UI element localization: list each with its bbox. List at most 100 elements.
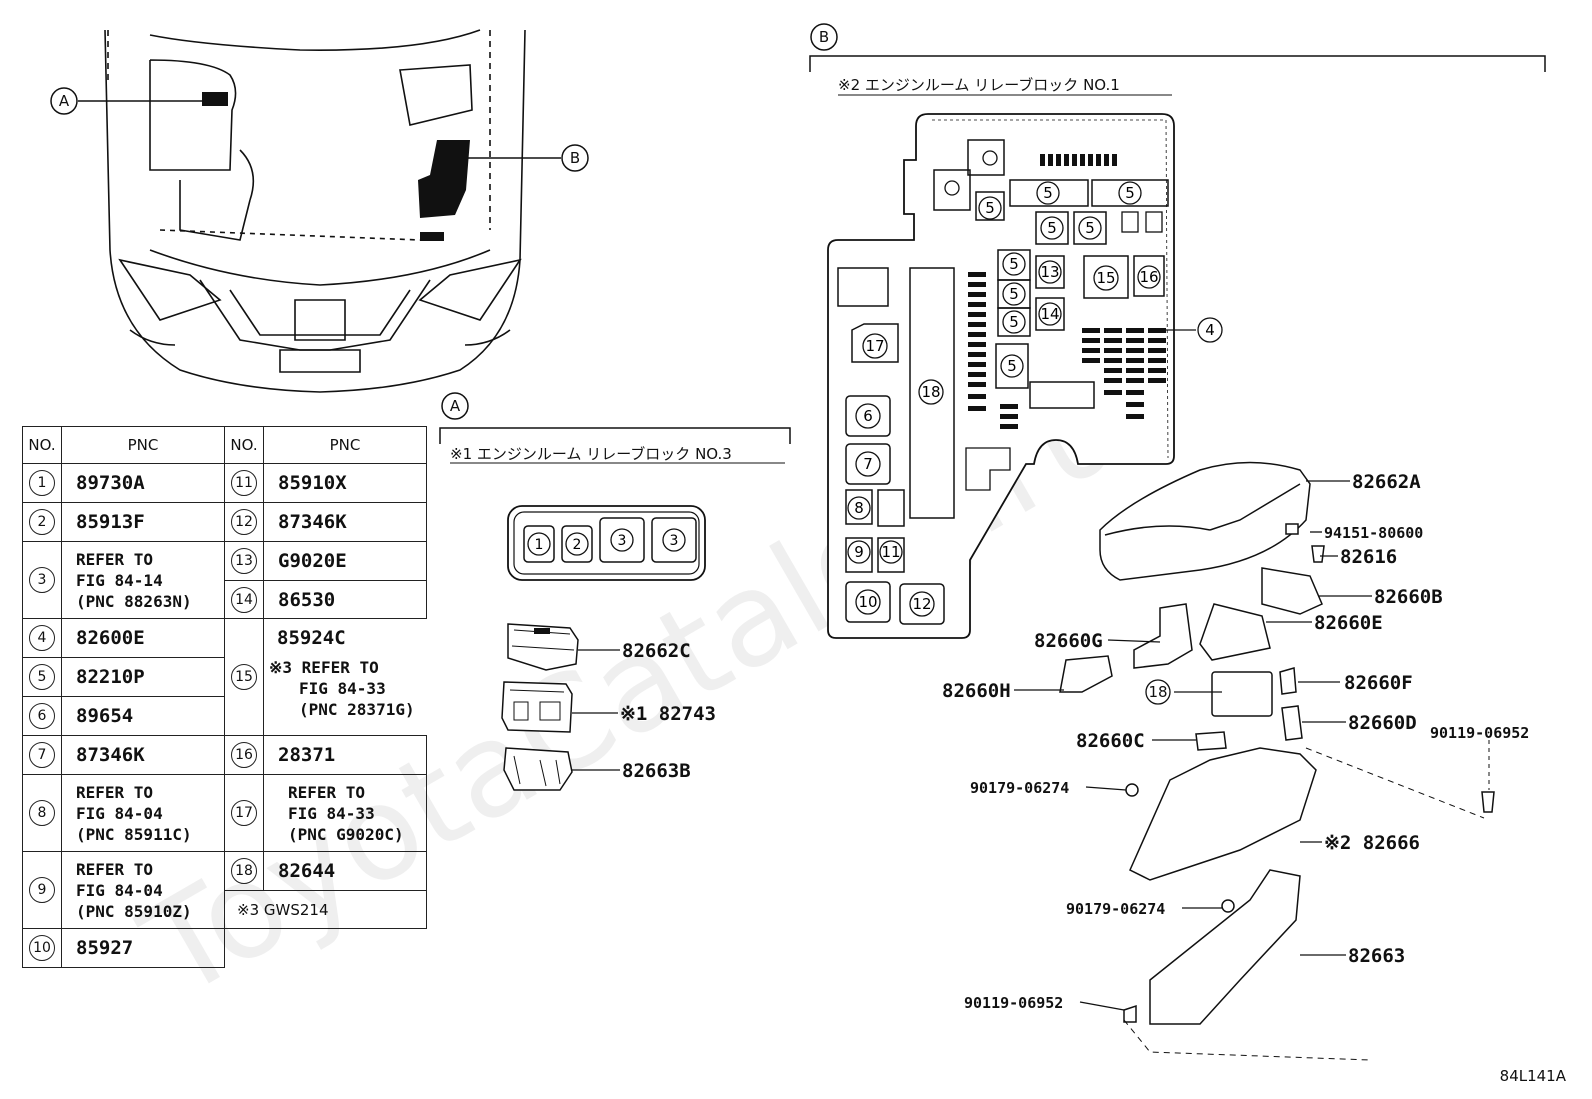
svg-text:3: 3 [618, 533, 627, 549]
svg-text:8: 8 [854, 499, 864, 517]
figure-code: 84L141A [1499, 1067, 1566, 1085]
row-11-pnc: 85910X [263, 463, 427, 503]
svg-text:5: 5 [1043, 184, 1053, 202]
header-no: NO. [22, 426, 62, 464]
row-13-no: 13 [224, 541, 264, 581]
part-90179-06274-bottom: 90179-06274 [1066, 900, 1165, 918]
part-82660d: 82660D [1348, 712, 1417, 734]
svg-text:2: 2 [573, 537, 582, 553]
part-82662c: 82662C [622, 640, 691, 662]
svg-text:5: 5 [1085, 219, 1095, 237]
exploded-parts [1059, 461, 1495, 1025]
part-82660c: 82660C [1076, 730, 1145, 752]
part-82660e: 82660E [1314, 612, 1383, 634]
callout-a-circle [50, 87, 78, 115]
row-16-pnc: 28371 [263, 735, 427, 775]
part-82663b: 82663B [622, 760, 691, 782]
row-1-pnc: 89730A [61, 463, 225, 503]
svg-text:5: 5 [1009, 255, 1019, 273]
svg-text:10: 10 [858, 593, 877, 611]
svg-text:13: 13 [1040, 263, 1059, 281]
svg-text:14: 14 [1040, 305, 1059, 323]
part-82662a: 82662A [1352, 471, 1421, 493]
svg-text:5: 5 [1009, 285, 1019, 303]
row-7-no: 7 [22, 735, 62, 775]
callout-b-label: B [570, 149, 580, 167]
row-10-no: 10 [22, 928, 62, 968]
svg-text:1: 1 [535, 537, 544, 553]
svg-text:11: 11 [881, 543, 900, 561]
part-82660g: 82660G [1034, 630, 1103, 652]
svg-text:16: 16 [1139, 268, 1158, 286]
svg-text:15: 15 [1096, 269, 1115, 287]
row-5-pnc: 82210P [61, 657, 225, 697]
relay-block-b-location [418, 140, 470, 218]
part-82663: 82663 [1348, 945, 1405, 967]
svg-text:18: 18 [921, 383, 940, 401]
row-4-no: 4 [22, 618, 62, 658]
section-a-title: ※1 エンジンルーム リレーブロック NO.3 [450, 445, 732, 463]
svg-text:5: 5 [1125, 184, 1135, 202]
header-pnc-2: PNC [263, 426, 427, 464]
row-6-pnc: 89654 [61, 696, 225, 736]
row-4-pnc: 82600E [61, 618, 225, 658]
block-numbers: 5 5 5 5 5 5 13 15 16 5 5 14 17 5 18 6 7 … [847, 181, 1223, 617]
part-82660b: 82660B [1374, 586, 1443, 608]
row-7-pnc: 87346K [61, 735, 225, 775]
relay-block-a-location [202, 92, 228, 106]
row-5-no: 5 [22, 657, 62, 697]
row-12-no: 12 [224, 502, 264, 542]
row-9-no: 9 [22, 851, 62, 929]
row-3-no: 3 [22, 541, 62, 619]
part-82660f: 82660F [1344, 672, 1413, 694]
row-2-pnc: 85913F [61, 502, 225, 542]
svg-text:6: 6 [863, 407, 873, 425]
row-15-no: 15 [224, 618, 264, 736]
svg-text:4: 4 [1205, 321, 1215, 339]
section-a-callout: A [450, 397, 461, 415]
svg-text:9: 9 [854, 543, 864, 561]
svg-text:5: 5 [1007, 357, 1017, 375]
car-locator-drawing [104, 29, 526, 393]
svg-text:12: 12 [912, 595, 931, 613]
row-17-no: 17 [224, 774, 264, 852]
svg-text:7: 7 [863, 455, 873, 473]
row-18-pnc: 82644 [263, 851, 427, 891]
fuse-rows [968, 272, 1166, 429]
row-2-no: 2 [22, 502, 62, 542]
header-no-2: NO. [224, 426, 264, 464]
row-14-no: 14 [224, 580, 264, 619]
part-18-ref: 18 [1148, 683, 1167, 701]
section-a: A ※1 エンジンルーム リレーブロック NO.3 1 2 3 3 82662C… [439, 392, 791, 791]
row-10-pnc: 85927 [61, 928, 225, 968]
part-82616: 82616 [1340, 546, 1397, 568]
svg-text:3: 3 [670, 533, 679, 549]
row-14-pnc: 86530 [263, 580, 427, 619]
svg-text:5: 5 [1047, 219, 1057, 237]
part-82743: ※1 82743 [620, 703, 716, 725]
section-b-title: ※2 エンジンルーム リレーブロック NO.1 [838, 76, 1120, 94]
row-15-pnc: 85924C [277, 627, 346, 649]
part-82660h: 82660H [942, 680, 1011, 702]
row-13-pnc: G9020E [263, 541, 427, 581]
row-1-no: 1 [22, 463, 62, 503]
row-12-pnc: 87346K [263, 502, 427, 542]
callout-b-circle [561, 144, 589, 172]
section-b: B ※2 エンジンルーム リレーブロック NO.1 [809, 23, 1546, 1061]
row-16-no: 16 [224, 735, 264, 775]
part-82666: ※2 82666 [1324, 832, 1420, 854]
callout-a-label: A [59, 92, 70, 110]
row-18-no: 18 [224, 851, 264, 891]
svg-text:17: 17 [865, 337, 884, 355]
row-6-no: 6 [22, 696, 62, 736]
row-8-no: 8 [22, 774, 62, 852]
table-note: ※3 GWS214 [224, 890, 427, 929]
section-b-callout: B [819, 28, 829, 46]
part-94151-80600: 94151-80600 [1324, 524, 1423, 542]
part-90119-06952-bottom: 90119-06952 [964, 994, 1063, 1012]
